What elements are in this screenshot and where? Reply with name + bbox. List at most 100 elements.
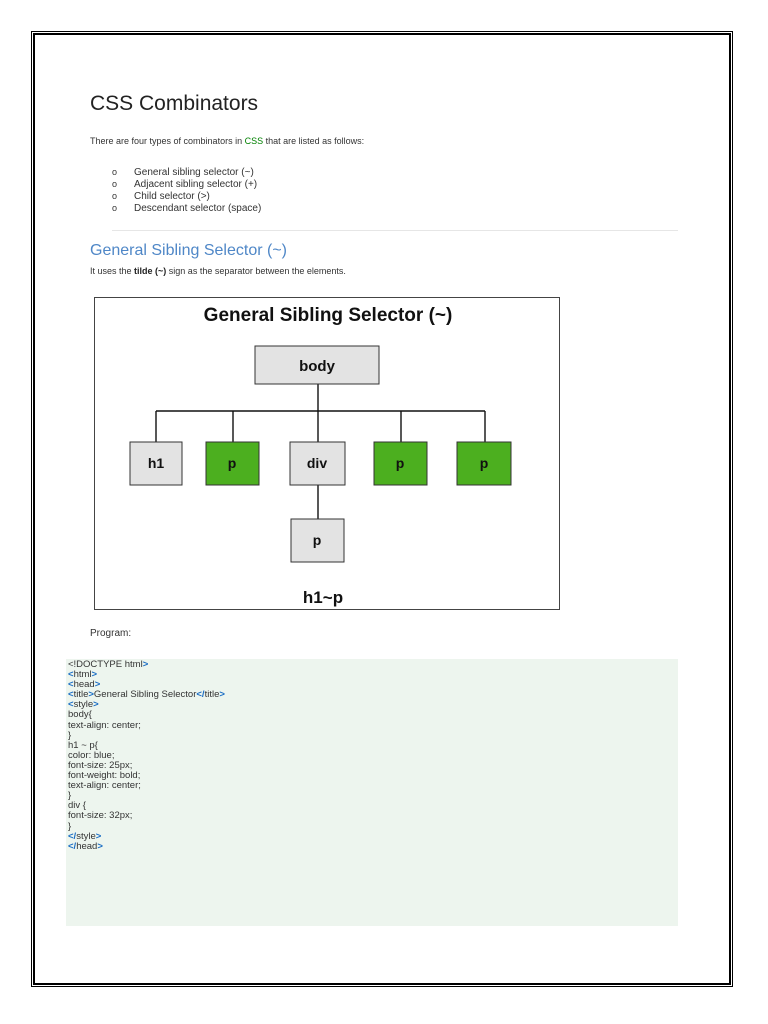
code-tag-bracket: > (91, 669, 98, 681)
tree-node-p-child: p (290, 518, 345, 563)
desc-text-end: sign as the separator between the elemen… (166, 266, 346, 276)
code-line: <style> (68, 700, 676, 710)
code-line: } (68, 791, 676, 801)
code-line: h1 ~ p{ (68, 739, 676, 751)
code-tag-bracket: < (68, 699, 74, 711)
tree-connectors (155, 384, 486, 519)
code-line: font-size: 25px; (68, 759, 676, 771)
code-line: div { (68, 801, 676, 811)
list-item: o Descendant selector (space) (112, 202, 261, 214)
code-line: font-weight: bold; (68, 770, 676, 782)
css-keyword-link[interactable]: CSS (244, 136, 264, 146)
code-tag-bracket: > (142, 659, 149, 670)
code-text: } (68, 790, 72, 802)
code-line: <!DOCTYPE html> (68, 659, 676, 670)
code-line: text-align: center; (68, 781, 676, 791)
code-tag-bracket: > (95, 830, 102, 842)
desc-text-start: It uses the (90, 266, 135, 276)
node-label: p (396, 455, 405, 471)
section-heading: General Sibling Selector (~) (90, 242, 287, 259)
code-text: color: blue; (68, 749, 115, 761)
list-item-label: Child selector (>) (134, 191, 210, 202)
code-line: text-align: center; (68, 719, 676, 731)
code-tag-bracket: < (68, 669, 74, 681)
list-item: o Child selector (>) (112, 190, 261, 202)
node-label: p (228, 455, 237, 471)
tree-node-h1: h1 (129, 441, 183, 486)
code-line: } (68, 820, 676, 832)
page-title: CSS Combinators (90, 92, 259, 115)
code-line: <title>General Sibling Selector</title> (68, 690, 676, 700)
list-item-label: Descendant selector (space) (134, 203, 262, 214)
code-line: <head> (68, 680, 676, 690)
code-tag-bracket: < (68, 689, 74, 701)
code-text: title (73, 689, 89, 701)
code-tag-bracket: </ (196, 689, 205, 701)
node-label: p (480, 455, 489, 471)
bullet-icon: o (112, 167, 118, 177)
tree-node-p-highlight: p (373, 441, 428, 486)
code-text: font-size: 32px; (68, 810, 133, 822)
node-label: p (313, 532, 322, 548)
code-tag-bracket: < (68, 679, 74, 691)
code-line: <html> (68, 670, 676, 680)
code-line: color: blue; (68, 749, 676, 761)
diagram-caption: h1~p (303, 588, 343, 607)
code-text: font-weight: bold; (68, 770, 141, 782)
code-text: text-align: center; (68, 719, 141, 731)
node-label: body (299, 358, 335, 375)
code-tag-bracket: > (97, 840, 103, 852)
code-line: font-size: 32px; (68, 811, 676, 821)
tree-node-p-highlight: p (205, 441, 260, 486)
code-text: head (76, 840, 98, 852)
code-tag-bracket: > (93, 699, 99, 711)
code-line: </head> (68, 840, 676, 852)
code-text: body{ (68, 709, 92, 721)
code-tag-bracket: > (94, 679, 101, 691)
list-item: o General sibling selector (~) (112, 166, 261, 178)
code-line: } (68, 729, 676, 741)
tree-node-body: body (254, 345, 380, 385)
tree-node-p-highlight: p (456, 441, 512, 486)
bullet-icon: o (112, 191, 118, 201)
code-block: <!DOCTYPE html><html><head><title>Genera… (66, 659, 678, 926)
code-text: style (76, 830, 96, 842)
code-text: div { (68, 800, 86, 812)
desc-bold-term: tilde (~) (134, 266, 167, 276)
code-tag-bracket: </ (68, 830, 77, 842)
code-text: head (73, 679, 95, 691)
list-item: o Adjacent sibling selector (+) (112, 178, 261, 190)
intro-paragraph: There are four types of combinators in C… (90, 136, 364, 146)
program-label: Program: (90, 628, 132, 639)
code-text: } (68, 729, 72, 741)
page-border-inner (33, 33, 731, 985)
section-description: It uses the tilde (~) sign as the separa… (90, 266, 346, 276)
bullet-icon: o (112, 203, 118, 213)
tree-node-div: div (289, 441, 346, 486)
diagram-title: General Sibling Selector (~) (204, 305, 453, 326)
code-line: </style> (68, 830, 676, 842)
node-label: h1 (148, 455, 165, 471)
code-tag-bracket: > (88, 689, 94, 701)
node-label: div (307, 455, 327, 471)
bullet-icon: o (112, 179, 118, 189)
code-text: <!DOCTYPE html (68, 659, 143, 670)
code-text: General Sibling Selector (93, 689, 197, 701)
divider (112, 230, 678, 231)
list-item-label: Adjacent sibling selector (+) (134, 179, 258, 190)
code-tag-bracket: > (219, 689, 225, 701)
intro-text-start: There are four types of combinators in (90, 136, 245, 146)
list-item-label: General sibling selector (~) (134, 167, 254, 178)
code-text: style (73, 699, 94, 711)
code-text: text-align: center; (68, 780, 141, 792)
code-line: body{ (68, 710, 676, 720)
code-text: h1 ~ p{ (68, 739, 98, 751)
code-text: html (73, 669, 92, 681)
code-text: } (68, 820, 72, 832)
code-tag-bracket: </ (68, 840, 77, 852)
code-text: font-size: 25px; (68, 759, 133, 771)
intro-text-end: that are listed as follows: (263, 136, 365, 146)
selector-diagram: General Sibling Selector (~) body h1 p d… (94, 297, 560, 610)
code-text: title (204, 689, 220, 701)
